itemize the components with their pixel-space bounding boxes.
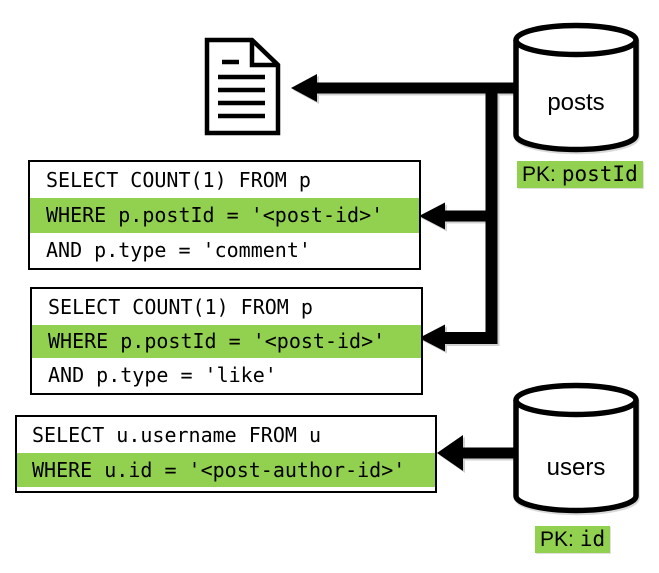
pk-prefix-label: PK: — [540, 528, 574, 551]
arrow-connectors — [291, 74, 518, 471]
cylinder-body — [513, 40, 639, 153]
posts-db-label: posts — [547, 89, 605, 116]
query-line: SELECT u.username FROM u — [32, 423, 321, 447]
users-pk-badge: PK:id — [535, 526, 611, 553]
pk-value-label: id — [579, 527, 606, 551]
query-line: AND p.type = 'like' — [48, 363, 277, 387]
query-box-like-count: SELECT COUNT(1) FROM p WHERE p.postId = … — [30, 287, 423, 395]
query-line: SELECT COUNT(1) FROM p — [46, 168, 311, 192]
arrow-to-comment-query — [419, 202, 497, 230]
cylinder-top — [513, 382, 639, 418]
cylinder-body — [513, 400, 639, 514]
document-text-lines — [218, 59, 265, 119]
arrow-trunk-posts-to-queries — [419, 82, 498, 352]
users-database-icon — [513, 382, 639, 514]
document-icon — [204, 37, 281, 136]
document-fold-corner — [249, 40, 278, 68]
arrow-posts-to-document — [291, 74, 518, 102]
users-db-label: users — [546, 454, 606, 481]
pk-value-label: postId — [561, 162, 638, 186]
cylinder-top — [513, 22, 639, 58]
query-line-highlighted: WHERE p.postId = '<post-id>' — [30, 198, 419, 233]
query-line-highlighted: WHERE u.id = '<post-author-id>' — [17, 453, 435, 487]
query-line: SELECT COUNT(1) FROM p — [48, 295, 313, 319]
document-page-outline — [204, 37, 281, 136]
posts-database-icon — [513, 22, 639, 153]
query-box-comment-count: SELECT COUNT(1) FROM p WHERE p.postId = … — [28, 160, 421, 270]
query-line: AND p.type = 'comment' — [46, 238, 311, 262]
query-line-highlighted: WHERE p.postId = '<post-id>' — [32, 325, 421, 358]
arrow-users-to-username-query — [437, 435, 517, 471]
pk-prefix-label: PK: — [522, 163, 556, 186]
query-box-author-username: SELECT u.username FROM u WHERE u.id = '<… — [15, 415, 437, 493]
posts-pk-badge: PK:postId — [517, 161, 643, 188]
